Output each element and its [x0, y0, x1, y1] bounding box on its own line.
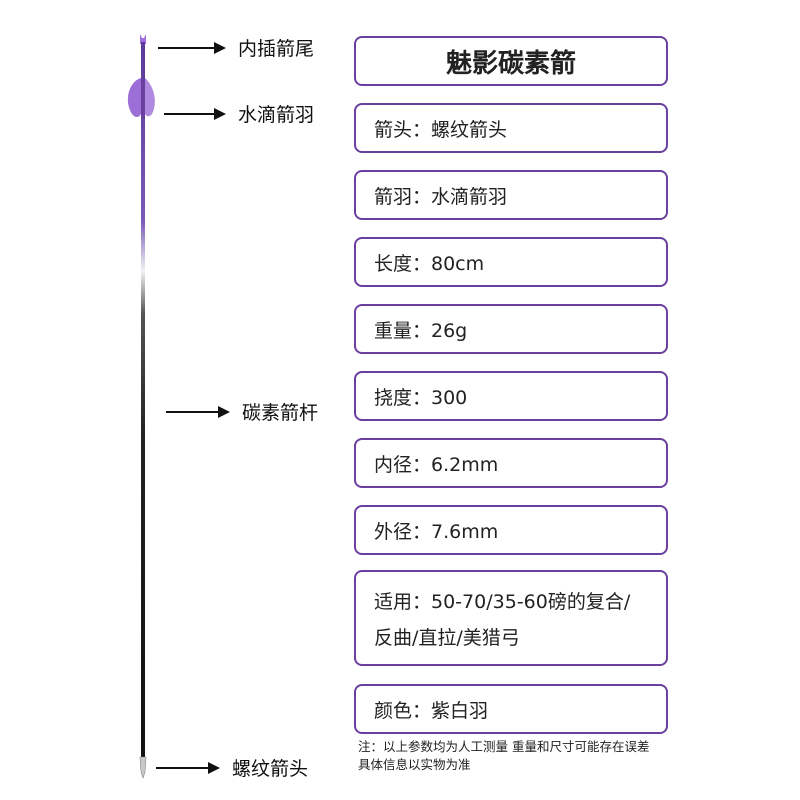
- disclaimer-line1: 注：以上参数均为人工测量 重量和尺寸可能存在误差: [358, 739, 650, 754]
- product-title: 魅影碳素箭: [354, 36, 668, 86]
- vane-icon: [127, 78, 141, 117]
- spec-usage-line1: 适用：50-70/35-60磅的复合/: [374, 591, 631, 613]
- spec-vanes: 箭羽：水滴箭羽: [354, 170, 668, 220]
- spec-outer-diameter: 外径：7.6mm: [354, 505, 668, 555]
- spec-weight: 重量：26g: [354, 304, 668, 354]
- spec-usage-line2: 反曲/直拉/美猎弓: [374, 627, 520, 649]
- callout-point-label: 螺纹箭头: [232, 758, 309, 780]
- callout-shaft-label: 碳素箭杆: [242, 402, 319, 424]
- callout-vanes: 水滴箭羽: [164, 100, 314, 127]
- spec-inner-diameter: 内径：6.2mm: [354, 438, 668, 488]
- point-icon: [139, 756, 147, 779]
- spec-color: 颜色：紫白羽: [354, 684, 668, 734]
- disclaimer-line2: 具体信息以实物为准: [358, 757, 471, 772]
- callout-vanes-label: 水滴箭羽: [238, 104, 315, 126]
- callout-nock: 内插箭尾: [158, 34, 314, 61]
- spec-usage: 适用：50-70/35-60磅的复合/ 反曲/直拉/美猎弓: [354, 570, 668, 666]
- shaft-icon: [141, 42, 145, 757]
- callout-shaft: 碳素箭杆: [166, 398, 318, 425]
- callout-point: 螺纹箭头: [156, 754, 308, 781]
- arrow-illustration: [127, 34, 155, 779]
- spec-point: 箭头：螺纹箭头: [354, 103, 668, 153]
- nock-icon: [140, 34, 146, 44]
- spec-spine: 挠度：300: [354, 371, 668, 421]
- callout-nock-label: 内插箭尾: [238, 38, 315, 60]
- disclaimer-note: 注：以上参数均为人工测量 重量和尺寸可能存在误差 具体信息以实物为准: [358, 738, 649, 774]
- spec-length: 长度：80cm: [354, 237, 668, 287]
